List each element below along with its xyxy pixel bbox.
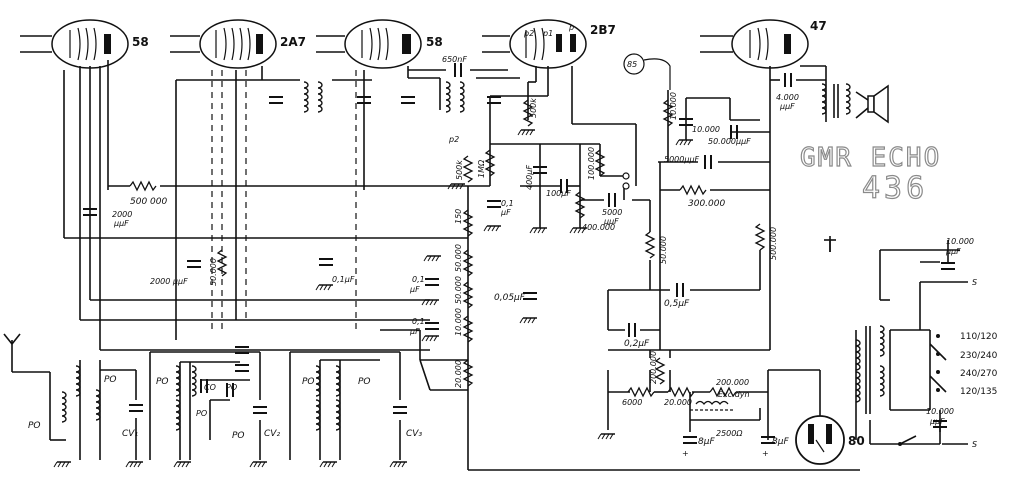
label-r-500k-a: 500k [529, 98, 538, 118]
label-r-50000-b: 50.000 [454, 276, 463, 304]
label-po-4: PO [226, 383, 237, 392]
pin-label-p: p [568, 23, 574, 32]
pin-label-p1: p1 [542, 29, 553, 38]
label-r-1mohm: 1MΩ [477, 159, 486, 178]
label-r-500000-b: 500.000 [769, 227, 778, 260]
tube-58-a: 58 [20, 19, 149, 69]
marker-85: 85 [623, 53, 671, 90]
label-po-2: PO [104, 375, 117, 385]
tube-label-80: 80 [848, 434, 865, 448]
label-c-10000-a: 10.000 [692, 125, 720, 134]
tube-label-58-a: 58 [132, 35, 149, 49]
label-c-2000-unit: μμF [113, 219, 129, 228]
label-plus-b: + [762, 449, 769, 458]
label-s-bottom: S [972, 440, 977, 449]
brand-title: GMR ECHO [800, 143, 941, 173]
label-c-10000-b: 10.000 [946, 237, 974, 246]
label-c-8uf-a: 8μF [698, 437, 715, 447]
marker-85-label: 85 [627, 60, 637, 69]
tube-2b7: p2 p1 p 2B7 [482, 19, 616, 69]
label-c-01-c-unit: μF [409, 285, 420, 294]
label-c-10000-c-unit: μμF [929, 417, 945, 426]
label-c-100uf: 100μF [546, 189, 571, 198]
voltage-selector [622, 172, 947, 446]
tube-label-2a7: 2A7 [280, 35, 306, 49]
tube-80: 80 [795, 415, 865, 465]
label-exc-dyn: Exc.dyn [718, 390, 750, 399]
label-r-20000-a: 20.000 [454, 360, 463, 388]
label-c-01-d: 0,1 [412, 317, 425, 326]
label-c-2000uuf: 2000 μμF [150, 277, 188, 286]
label-r-50000-d: 50.000 [659, 236, 668, 264]
antenna-icon [3, 333, 21, 372]
label-r-500k-b: 500k [455, 160, 464, 180]
tube-58-b: 58 [316, 19, 443, 69]
label-po-5: PO [232, 431, 245, 441]
tube-label-58-b: 58 [426, 35, 443, 49]
pin-label-p2: p2 [523, 29, 534, 38]
model-number: 436 [862, 171, 928, 206]
wiring [12, 60, 968, 471]
label-c-005: 0,05μF [494, 293, 526, 303]
label-r-200000-a: 200.000 [649, 351, 658, 384]
label-c-4000: 4.000 [776, 93, 799, 102]
label-r-10000-top: 10.000 [669, 92, 678, 120]
label-p2: p2 [448, 135, 459, 144]
label-c-2000: 2000 [112, 210, 132, 219]
label-cv3: CV₃ [406, 429, 422, 439]
label-s-top: S [972, 278, 977, 287]
label-field-2500: 2500Ω [716, 429, 743, 438]
label-c-01: 0,1 [501, 199, 514, 208]
label-r-150: 150 [454, 209, 463, 224]
label-plus-a: + [682, 449, 689, 458]
label-r-300000: 300.000 [688, 199, 725, 209]
label-c-400uf: 400μF [525, 165, 534, 190]
label-r-400000: 400.000 [582, 223, 615, 232]
label-r-6000: 6000 [622, 398, 642, 407]
label-c-05: 0,5μF [664, 299, 690, 309]
label-v-230: 230/240 [960, 351, 998, 361]
label-c-5000-unit: μμF [603, 217, 619, 226]
label-c-02: 0,2μF [624, 339, 650, 349]
label-c-10000-c: 10.000 [926, 407, 954, 416]
label-r-20000-b: 20.000 [664, 398, 692, 407]
tube-label-47: 47 [810, 19, 827, 33]
tube-label-2b7: 2B7 [590, 23, 616, 37]
label-po-7: PO [358, 377, 371, 387]
label-v-240: 240/270 [960, 369, 998, 379]
label-r-100000: 100.000 [587, 147, 596, 180]
label-c-5000uuf: 5000μμF [664, 155, 700, 164]
label-c-50000: 50.000μμF [708, 137, 751, 146]
label-c-8uf-b: 8μF [772, 437, 789, 447]
label-co: CO [204, 383, 216, 392]
label-r-50000-a: 50.000 [454, 244, 463, 272]
label-c-01-unit: μF [500, 208, 511, 217]
label-po-3: PO [156, 377, 169, 387]
label-v-120: 120/135 [960, 387, 997, 397]
tube-47: 47 [700, 19, 827, 69]
tube-2a7: 2A7 [170, 19, 306, 69]
label-po-8: PO [196, 409, 207, 418]
label-650nf: 650nF [442, 55, 467, 64]
label-cv1: CV₁ [122, 429, 138, 439]
label-cv2: CV₂ [264, 429, 280, 439]
label-c-4000-unit: μμF [779, 102, 795, 111]
label-r-500000: 500 000 [130, 197, 167, 207]
coils [61, 81, 885, 431]
label-c-5000: 5000 [602, 208, 622, 217]
component-labels: 650nF 500 000 2000 μμF 500k 500k p2 1MΩ … [28, 55, 998, 458]
label-r-200000-b: 200.000 [716, 378, 749, 387]
label-po-6: PO [302, 377, 315, 387]
label-v-110: 110/120 [960, 332, 998, 342]
speaker-icon [855, 84, 889, 124]
label-c-01-d-unit: μF [409, 327, 420, 336]
label-po-1: PO [28, 421, 41, 431]
label-c-01-b: 0,1μF [332, 275, 355, 284]
label-c-10000-b-unit: μμF [945, 247, 961, 256]
label-c-01-c: 0,1 [412, 275, 425, 284]
label-r-50000-c: 50.000 [209, 258, 218, 286]
ground-icon [53, 129, 836, 468]
label-r-10000-b: 10.000 [454, 308, 463, 336]
